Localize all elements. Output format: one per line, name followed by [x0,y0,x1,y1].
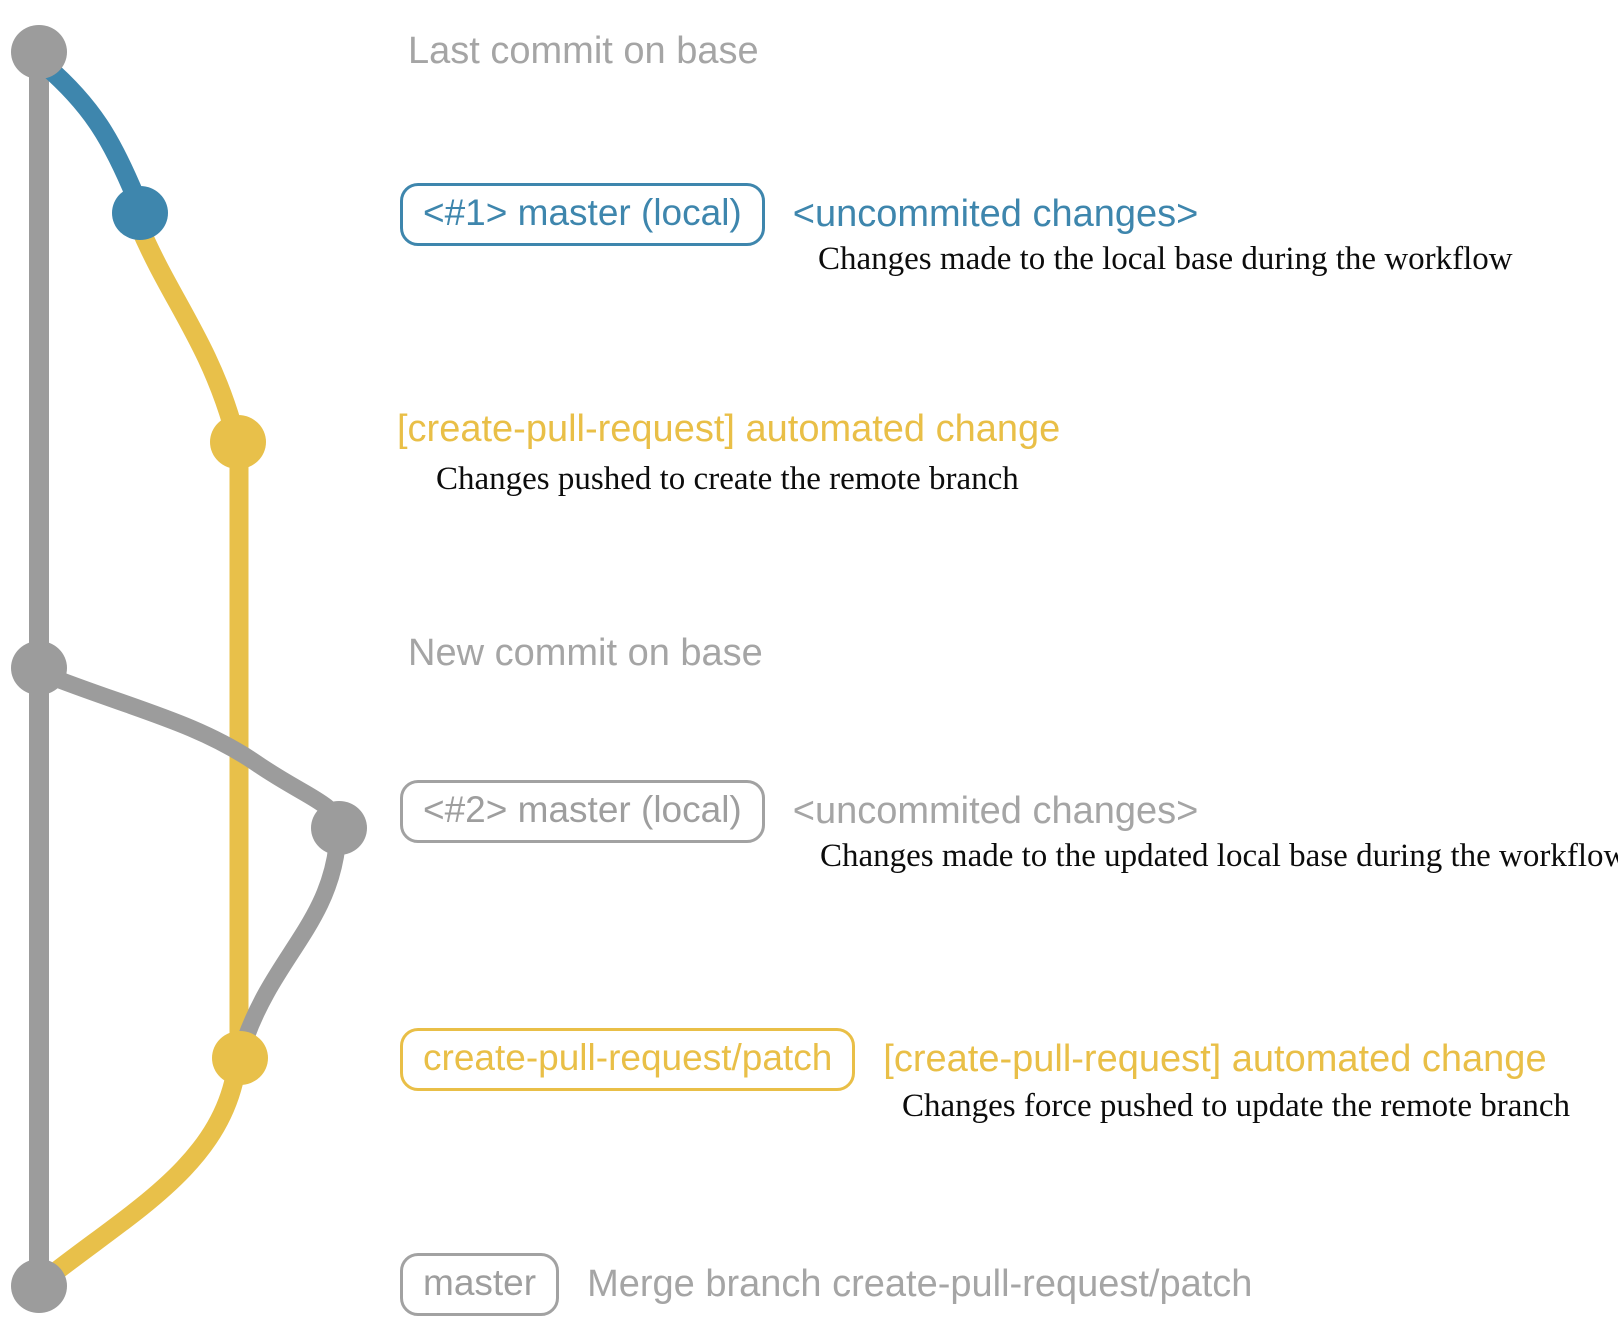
push1-annotation: Changes pushed to create the remote bran… [436,461,1019,497]
commit1-branch-badge: <#1> master (local) [400,183,765,247]
push2-row: create-pull-request/patch [create-pull-r… [400,1028,1547,1092]
push2-annotation: Changes force pushed to update the remot… [902,1088,1571,1124]
push1-title: [create-pull-request] automated change [397,408,1061,450]
base-update-branch-line [35,665,348,1049]
commit1-title: <uncommited changes> [792,193,1199,236]
commit-node-local-2 [311,801,367,855]
merge-row: master Merge branch create-pull-request/… [400,1253,1253,1317]
commit2-branch-badge: <#2> master (local) [400,780,765,844]
merge-title: Merge branch create-pull-request/patch [587,1263,1253,1306]
push2-branch-badge: create-pull-request/patch [400,1028,856,1092]
commit-node-new-base [11,641,67,695]
commit2-row: <#2> master (local) <uncommited changes> [400,780,1199,844]
push2-title: [create-pull-request] automated change [883,1038,1547,1081]
last-commit-label: Last commit on base [408,30,759,72]
local-branch-line [36,56,146,208]
commit-node-merge [11,1259,67,1313]
commit-node-patch-1 [210,415,266,469]
commit-node-patch-2 [212,1031,268,1085]
commit-node-local-1 [112,186,168,240]
commit1-annotation: Changes made to the local base during th… [818,241,1513,277]
patch-branch-line [35,218,249,1290]
commit-node-last-base [11,25,67,79]
commit2-annotation: Changes made to the updated local base d… [820,838,1618,874]
merge-branch-badge: master [400,1253,560,1317]
commit2-title: <uncommited changes> [792,790,1199,833]
commit1-row: <#1> master (local) <uncommited changes> [400,183,1199,247]
new-commit-label: New commit on base [408,632,763,674]
